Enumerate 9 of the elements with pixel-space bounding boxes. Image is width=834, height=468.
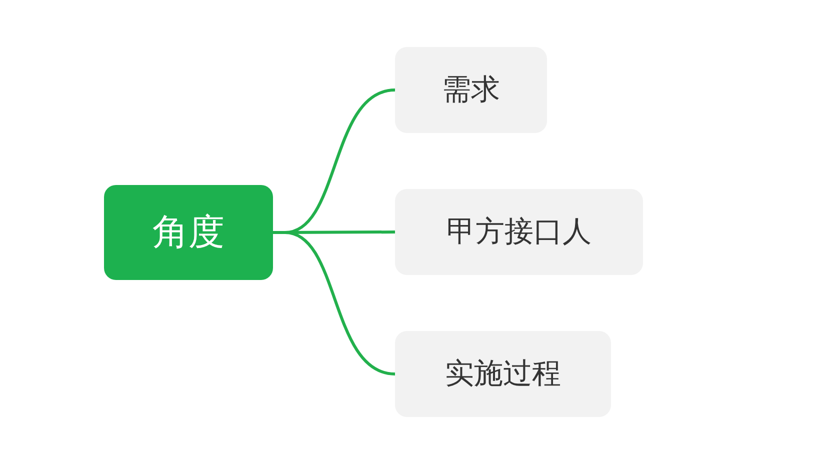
- subtopic-box: [395, 47, 547, 133]
- subtopic-text: 需求: [442, 71, 500, 108]
- subtopic-text: 甲方接口人: [446, 213, 592, 250]
- root-topic-text: 角度: [152, 211, 224, 255]
- branch-connector: [273, 231, 396, 376]
- subtopic-box: [395, 189, 643, 275]
- subtopic-box: [395, 331, 611, 417]
- subtopic-text: 实施过程: [445, 355, 561, 392]
- root-topic-box: [104, 185, 273, 280]
